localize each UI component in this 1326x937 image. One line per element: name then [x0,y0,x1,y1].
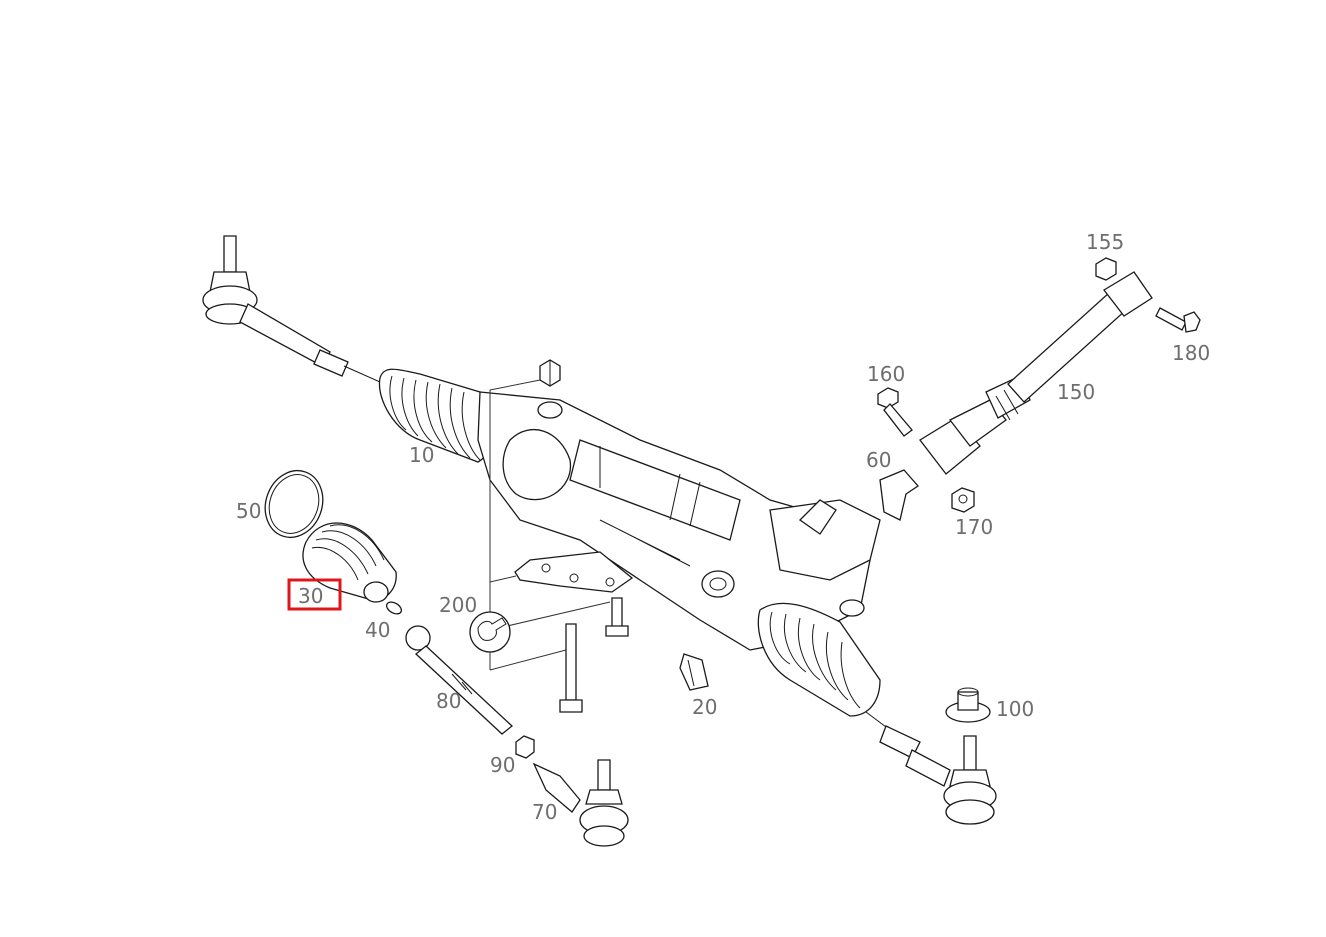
label-60: 60 [866,448,891,472]
tie-rod-end-70[interactable] [532,759,629,847]
label-10: 10 [409,443,434,467]
steering-gear-housing[interactable] [477,391,881,651]
nut-155[interactable] [1095,257,1117,281]
right-rack-bellows[interactable] [757,602,881,717]
label-40: 40 [365,618,390,642]
left-rack-bellows[interactable] [378,368,496,463]
right-tie-rod-end[interactable] [865,711,997,825]
clip-40[interactable] [385,600,404,617]
label-170: 170 [955,515,993,539]
bolt-180[interactable] [1155,307,1201,333]
label-200: 200 [439,593,477,617]
clip-part-20[interactable] [679,653,709,691]
label-150: 150 [1057,380,1095,404]
highlight-box [287,578,342,611]
housing-nut[interactable] [539,359,561,387]
bolt-160[interactable] [877,387,913,437]
label-20: 20 [692,695,717,719]
nut-90[interactable] [515,735,535,759]
mounting-kit-200[interactable] [489,379,634,713]
label-50: 50 [236,499,261,523]
boot-clamp-50[interactable] [256,462,332,545]
label-160: 160 [867,362,905,386]
label-90: 90 [490,753,515,777]
left-tie-rod-end[interactable] [202,235,381,383]
label-180: 180 [1172,341,1210,365]
label-100: 100 [996,697,1034,721]
intermediate-shaft-150[interactable] [919,271,1153,475]
label-30: 30 [298,584,323,608]
nut-170[interactable] [951,487,975,513]
bracket-60[interactable] [879,469,919,521]
label-70: 70 [532,800,557,824]
label-80: 80 [436,689,461,713]
wrench-icon [469,611,511,653]
nut-100[interactable] [945,687,991,723]
label-155: 155 [1086,230,1124,254]
inner-tie-rod-80[interactable] [405,625,513,735]
